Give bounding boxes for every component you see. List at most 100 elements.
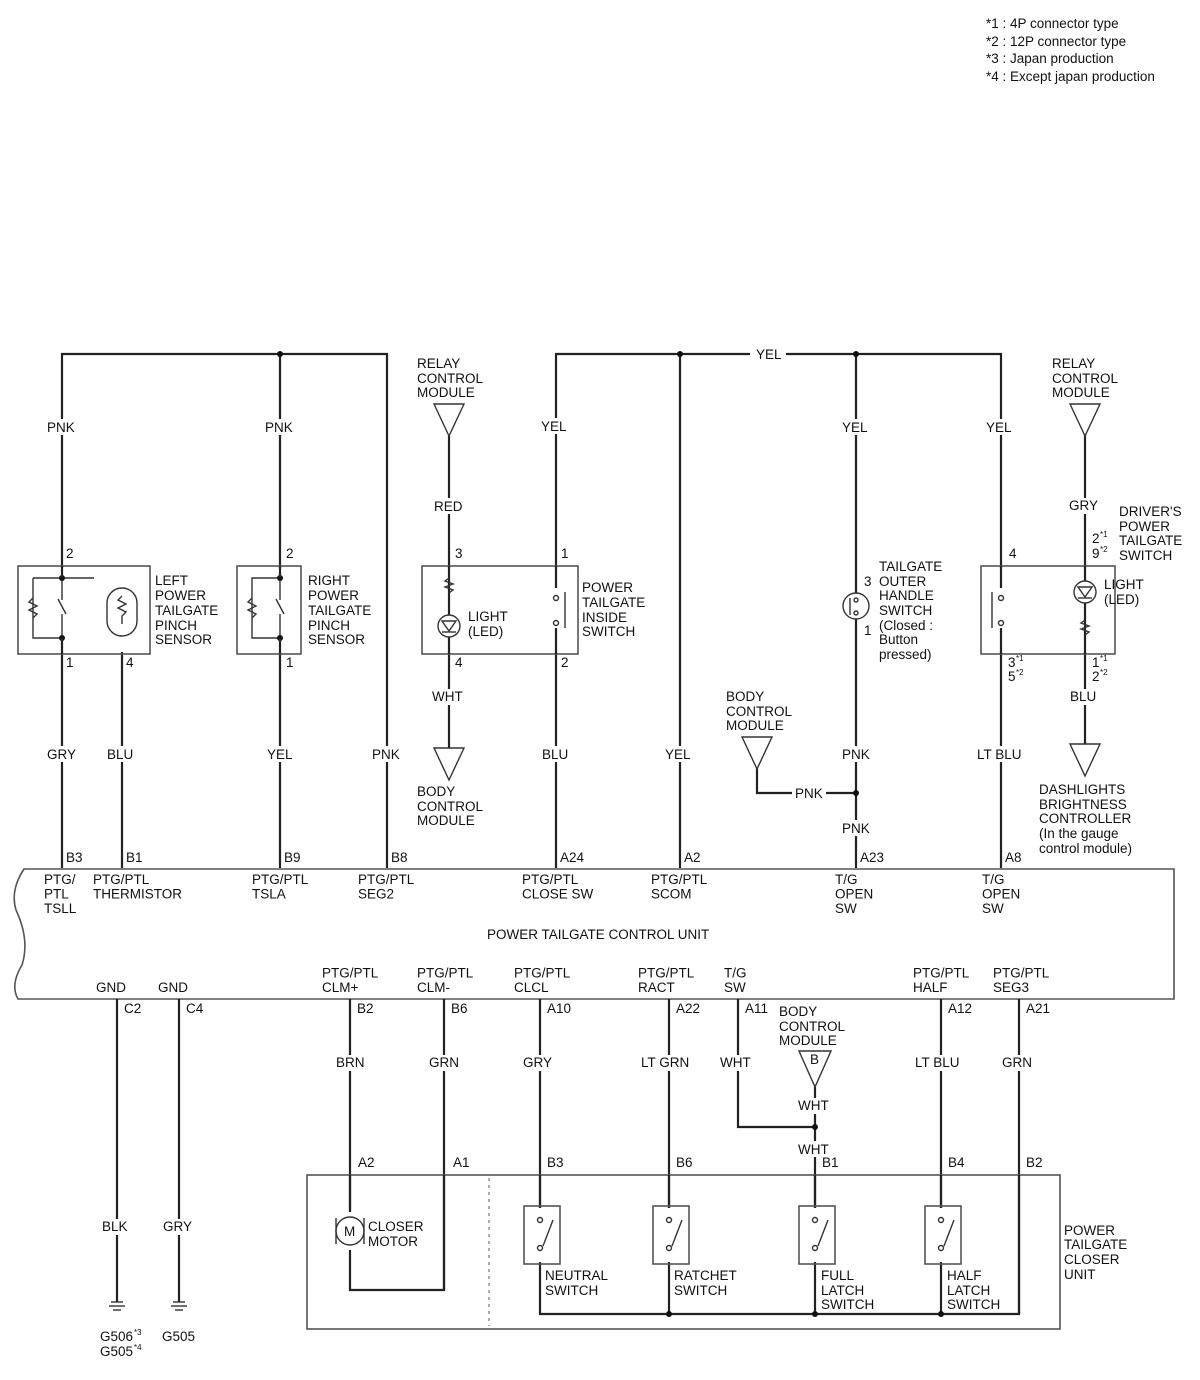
wire-color-red: RED: [434, 499, 463, 514]
svg-text:POWER: POWER: [155, 588, 206, 603]
half-latch-switch: HALF LATCH SWITCH: [924, 1205, 1000, 1312]
svg-text:TAILGATE: TAILGATE: [308, 603, 371, 618]
wire-color-pnk: PNK: [842, 747, 870, 762]
svg-text:RIGHT: RIGHT: [308, 573, 350, 588]
terminal-label: OPEN: [982, 887, 1020, 902]
svg-text:B1: B1: [822, 1155, 839, 1170]
switch-icon: [798, 1205, 836, 1265]
right-pinch-sensor-label: RIGHT POWER TAILGATE PINCH SENSOR: [308, 573, 371, 647]
wire-color-wht: WHT: [798, 1098, 829, 1113]
svg-text:B6: B6: [676, 1155, 693, 1170]
svg-text:2: 2: [286, 546, 294, 561]
wire-color-yel: YEL: [842, 420, 868, 435]
terminal-label: PTG/PTL: [417, 966, 474, 981]
seg3-common-wire: [538, 999, 1021, 1316]
control-unit-top-terminals: B3PTG/PTLTSLLB1PTG/PTLTHERMISTORB9PTG/PT…: [44, 850, 1022, 916]
svg-text:MODULE: MODULE: [417, 385, 475, 400]
svg-text:CLOSER: CLOSER: [368, 1219, 424, 1234]
svg-text:5: 5: [1008, 669, 1016, 684]
terminal-label: PTG/: [44, 872, 76, 887]
connector-triangle-icon: [1068, 743, 1102, 778]
svg-text:SWITCH: SWITCH: [545, 1283, 598, 1298]
svg-text:PINCH: PINCH: [155, 618, 197, 633]
terminal-pin: A24: [560, 850, 585, 865]
svg-text:TAILGATE: TAILGATE: [1064, 1237, 1127, 1252]
svg-text:SWITCH: SWITCH: [879, 603, 932, 618]
svg-text:CONTROL: CONTROL: [417, 799, 483, 814]
terminal-label: PTG/PTL: [514, 966, 571, 981]
wire-color-pnk: PNK: [265, 420, 293, 435]
wire-color-brn: BRN: [336, 1055, 365, 1070]
svg-text:OUTER: OUTER: [879, 574, 927, 589]
svg-text:CONTROL: CONTROL: [779, 1019, 845, 1034]
terminal-pin: B8: [391, 850, 408, 865]
terminal-pin: A10: [547, 1001, 571, 1016]
inside-switch: 3 1 4 2 LIGHT (LED) POWER TAILGATE INSID…: [421, 546, 645, 670]
svg-text:BODY: BODY: [417, 784, 455, 799]
svg-text:POWER: POWER: [582, 580, 633, 595]
wire-color-pnk: PNK: [47, 420, 75, 435]
svg-text:B4: B4: [948, 1155, 965, 1170]
terminal-pin: B9: [284, 850, 301, 865]
terminal-label: PTG/PTL: [252, 872, 309, 887]
wire-color-blk: BLK: [102, 1219, 128, 1234]
wire-color-yel-bus: YEL: [756, 347, 782, 362]
svg-text:2: 2: [561, 655, 569, 670]
switch-icon: [652, 1205, 690, 1265]
svg-text:MODULE: MODULE: [726, 718, 784, 733]
bcm-connector-letter: B: [810, 1052, 819, 1067]
svg-text:A1: A1: [453, 1155, 470, 1170]
terminal-pin: C2: [124, 1001, 141, 1016]
splice-dot: [677, 351, 683, 357]
wire-color-grn: GRN: [1002, 1055, 1032, 1070]
svg-text:LATCH: LATCH: [821, 1283, 864, 1298]
motor-symbol: M: [344, 1224, 355, 1239]
wire-color-blu: BLU: [542, 747, 568, 762]
terminal-label: T/G: [835, 872, 858, 887]
terminal-pin: A2: [684, 850, 701, 865]
connector-triangle-icon: [740, 736, 774, 771]
wire-color-wht: WHT: [432, 689, 463, 704]
terminal-pin: A11: [745, 1001, 768, 1016]
terminal-label: CLM-: [417, 980, 450, 995]
outer-handle-switch: 3 1 TAILGATE OUTER HANDLE SWITCH (Closed…: [842, 559, 942, 662]
svg-text:BODY: BODY: [779, 1004, 817, 1019]
terminal-label: T/G: [982, 872, 1005, 887]
svg-text:4: 4: [126, 655, 134, 670]
terminal-label: PTG/PTL: [638, 966, 695, 981]
wire-color-gry: GRY: [47, 747, 76, 762]
svg-text:RELAY: RELAY: [417, 356, 460, 371]
svg-text:(In the gauge: (In the gauge: [1039, 826, 1119, 841]
terminal-pin: A8: [1005, 850, 1022, 865]
svg-text:INSIDE: INSIDE: [582, 610, 627, 625]
control-unit-box: [13, 868, 1175, 1000]
svg-text:CONTROL: CONTROL: [417, 371, 483, 386]
wire-color-wht: WHT: [798, 1142, 829, 1157]
svg-text:G505: G505: [100, 1344, 133, 1359]
wire-color-pnk: PNK: [842, 821, 870, 836]
relay-control-module-left: RELAY CONTROL MODULE: [417, 356, 483, 438]
svg-text:MODULE: MODULE: [779, 1033, 837, 1048]
terminal-label: PTG/PTL: [93, 872, 150, 887]
wire-color-blu: BLU: [1070, 689, 1096, 704]
closer-unit: A2 A1 B3 B6 B1 B4 B2 M CLOSER MOTOR POWE…: [306, 1155, 1127, 1330]
terminal-label: TSLL: [44, 901, 77, 916]
terminal-pin: A22: [676, 1001, 700, 1016]
terminal-pin: B3: [66, 850, 83, 865]
wire-color-grn: GRN: [429, 1055, 459, 1070]
note-4: *4 : Except japan production: [986, 69, 1155, 84]
svg-text:POWER: POWER: [308, 588, 359, 603]
svg-text:1: 1: [561, 546, 569, 561]
svg-text:*2: *2: [1100, 668, 1108, 677]
svg-text:2: 2: [66, 546, 74, 561]
svg-text:*4: *4: [134, 1343, 142, 1352]
ground-g506: G506 *3 G505 *4: [100, 1301, 142, 1359]
terminal-pin: A23: [860, 850, 884, 865]
